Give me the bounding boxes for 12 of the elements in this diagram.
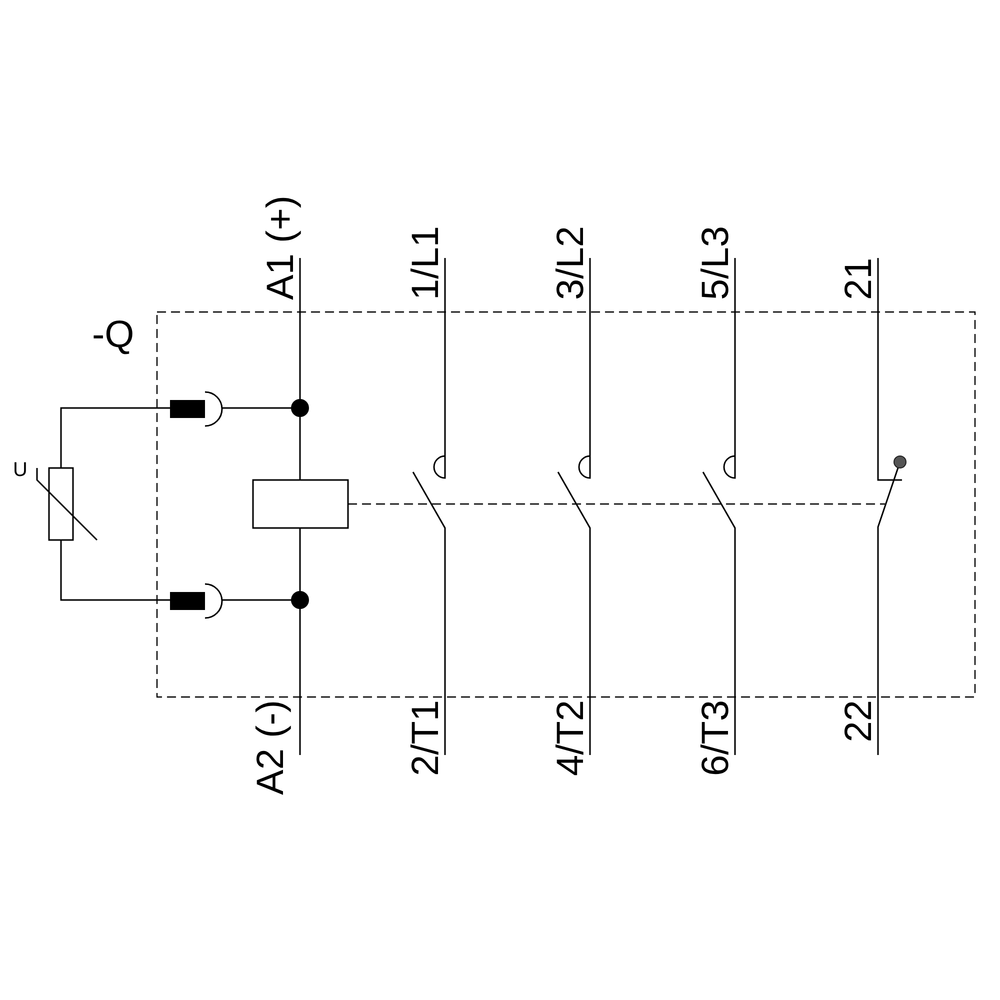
- terminal-label: A2 (-): [252, 700, 290, 795]
- device-label: -Q: [92, 316, 134, 354]
- terminal-label: 22: [840, 700, 878, 742]
- terminal-label: 2/T1: [407, 700, 445, 776]
- terminal-label: 6/T3: [697, 700, 735, 776]
- voltage-label: U: [13, 460, 28, 480]
- terminal-label: 21: [840, 258, 878, 300]
- terminal-label: 1/L1: [407, 226, 445, 300]
- terminal-label: 3/L2: [552, 226, 590, 300]
- terminal-label: A1 (+): [262, 195, 300, 300]
- terminal-label: 5/L3: [697, 226, 735, 300]
- terminal-label: 4/T2: [552, 700, 590, 776]
